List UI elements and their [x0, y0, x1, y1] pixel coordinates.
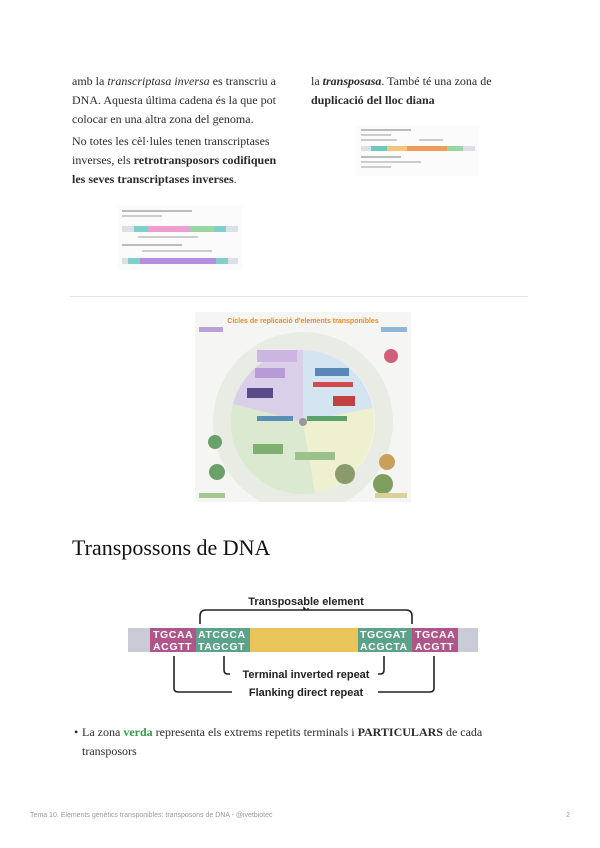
section-divider: [70, 296, 528, 297]
left-paragraph-2: No totes les cèl·lules tenen transcripta…: [72, 134, 277, 186]
bullet-item: • La zona verda representa els extrems r…: [74, 725, 483, 758]
replication-cycle-diagram: Cicles de replicació d'elements transpon…: [195, 312, 411, 512]
transposon-structure-diagram: TGCAA ATCGCA ACGTT TAGCGT TGCGAT TGCAA A…: [128, 588, 478, 700]
footer-text: Tema 10. Elements genètics transponibles…: [30, 812, 273, 819]
left-flank-top-seq: TGCAA: [153, 629, 193, 641]
cycle-title: Cicles de replicació d'elements transpon…: [227, 318, 379, 325]
bullet-dot: •: [74, 725, 79, 739]
right-paragraph-1: la transposasa. També té una zona de dup…: [311, 74, 492, 107]
dna-transposon-figure: [357, 126, 479, 176]
section-heading: Transpossons de DNA: [72, 535, 271, 560]
left-paragraph-1: amb la transcriptasa inversa es transcri…: [72, 74, 276, 126]
green-word: verda: [123, 725, 153, 739]
right-tir-top-seq: TGCGAT: [360, 629, 407, 641]
left-tir-top-seq: ATCGCA: [198, 629, 246, 641]
transposon-structure-svg: TGCAA ATCGCA ACGTT TAGCGT TGCGAT TGCAA A…: [128, 596, 478, 699]
right-flank-top-seq: TGCAA: [415, 629, 455, 641]
retrotransposon-figure: [118, 206, 242, 270]
retrotransposon-diagram: [118, 206, 242, 270]
transposable-element-label: Transposable element: [248, 596, 364, 608]
right-flank-bottom-seq: ACGTT: [415, 641, 454, 653]
replication-cycle-figure: Cicles de replicació d'elements transpon…: [195, 312, 411, 512]
left-flank-bottom-seq: ACGTT: [153, 641, 192, 653]
left-tir-bottom-seq: TAGCGT: [198, 641, 245, 653]
page-number: 2: [566, 812, 570, 819]
terminal-inverted-repeat-label: Terminal inverted repeat: [243, 669, 370, 681]
right-tir-bottom-seq: ACGCTA: [360, 641, 408, 653]
flanking-direct-repeat-label: Flanking direct repeat: [249, 687, 364, 699]
dna-transposon-small-diagram: [357, 126, 479, 176]
